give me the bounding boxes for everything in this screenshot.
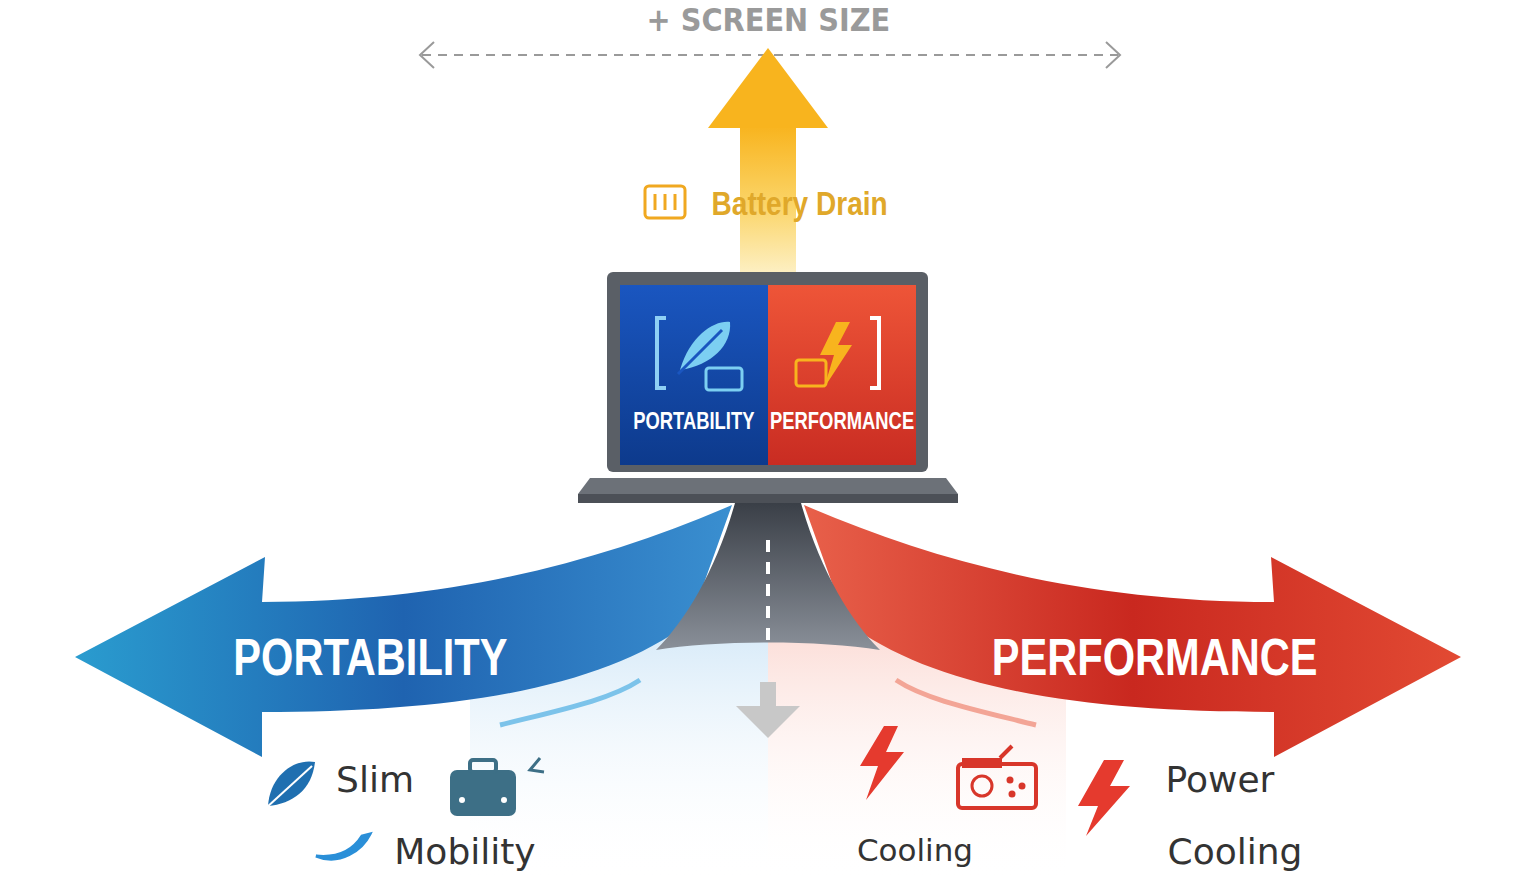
- small-arrow: [530, 758, 544, 772]
- swoosh: [896, 680, 1036, 725]
- battery-body: [645, 186, 685, 218]
- text: Battery Drain: [712, 185, 888, 223]
- battery-box-icon: [796, 360, 826, 386]
- laptop-bezel: [607, 272, 928, 472]
- text: Cooling: [857, 832, 973, 868]
- laptop: [578, 272, 958, 503]
- screen-performance-panel: PERFORMANCE: [768, 400, 916, 442]
- leaf-vein: [266, 766, 312, 808]
- screen-size-label: + SCREEN SIZE: [568, 0, 968, 40]
- small-swooshes: [500, 680, 1036, 725]
- swoosh: [500, 680, 640, 725]
- arrow-head: [736, 706, 800, 738]
- suitcase-icon: [450, 758, 544, 816]
- arrow-head: [1106, 42, 1120, 68]
- battery-icon: [645, 186, 685, 218]
- battery-drain-arrow: Battery Drain: [692, 182, 908, 226]
- radio-top: [962, 758, 1002, 768]
- battery-cell: [664, 194, 667, 210]
- road-surface: [656, 503, 880, 650]
- cooling-label: Cooling: [1155, 828, 1315, 874]
- road: [656, 503, 880, 650]
- screen-right: [768, 285, 916, 465]
- down-arrow: [736, 682, 800, 738]
- battery-cell: [654, 194, 657, 210]
- bolt-icon: [1078, 760, 1130, 836]
- mobility-label: Mobility: [380, 828, 550, 874]
- suitcase-dot: [459, 797, 465, 803]
- suitcase-body: [450, 770, 516, 816]
- swoosh-icon: [316, 834, 370, 859]
- text: PORTABILITY: [633, 408, 754, 435]
- bracket: [870, 318, 879, 388]
- text: PERFORMANCE: [992, 627, 1318, 687]
- radio-dial: [972, 776, 992, 796]
- road-centerline: [766, 540, 770, 650]
- suitcase-dot: [501, 797, 507, 803]
- portability-arrow: PORTABILITY: [180, 622, 560, 692]
- screen-left: [620, 285, 768, 465]
- radio-dot: [1009, 791, 1016, 798]
- suitcase-handle: [470, 760, 496, 772]
- bracket: [657, 318, 666, 388]
- text: Slim: [336, 759, 414, 800]
- text: + SCREEN SIZE: [646, 1, 890, 39]
- radio-antenna: [1000, 746, 1012, 758]
- portability-arrow-shape: [75, 505, 732, 757]
- case-icon: [706, 368, 742, 390]
- text: Mobility: [394, 831, 535, 872]
- radio-body: [958, 764, 1036, 808]
- text: Power: [1166, 759, 1275, 800]
- text: Cooling: [1168, 831, 1303, 872]
- radio-dot: [1007, 777, 1014, 784]
- battery-cell: [674, 194, 677, 210]
- radio-dot: [1019, 783, 1026, 790]
- radio-icon: [958, 746, 1036, 808]
- bolt-icon: [860, 726, 904, 800]
- text: PERFORMANCE: [770, 408, 914, 435]
- slim-label: Slim: [325, 756, 425, 802]
- arrow-shaft: [760, 682, 776, 708]
- screen-portability-panel: PORTABILITY: [620, 400, 768, 442]
- battery-arrow: [708, 48, 828, 274]
- cooling-label: Cooling: [845, 830, 985, 870]
- arrow-head: [708, 48, 828, 128]
- power-label: Power: [1155, 756, 1285, 802]
- laptop-base: [578, 478, 958, 503]
- performance-arrow: PERFORMANCE: [960, 622, 1350, 692]
- performance-arrow-shape: [804, 505, 1461, 757]
- leaf-icon: [266, 761, 315, 808]
- arrow-head: [420, 42, 434, 68]
- laptop-base-edge: [578, 494, 958, 503]
- text: PORTABILITY: [233, 627, 507, 687]
